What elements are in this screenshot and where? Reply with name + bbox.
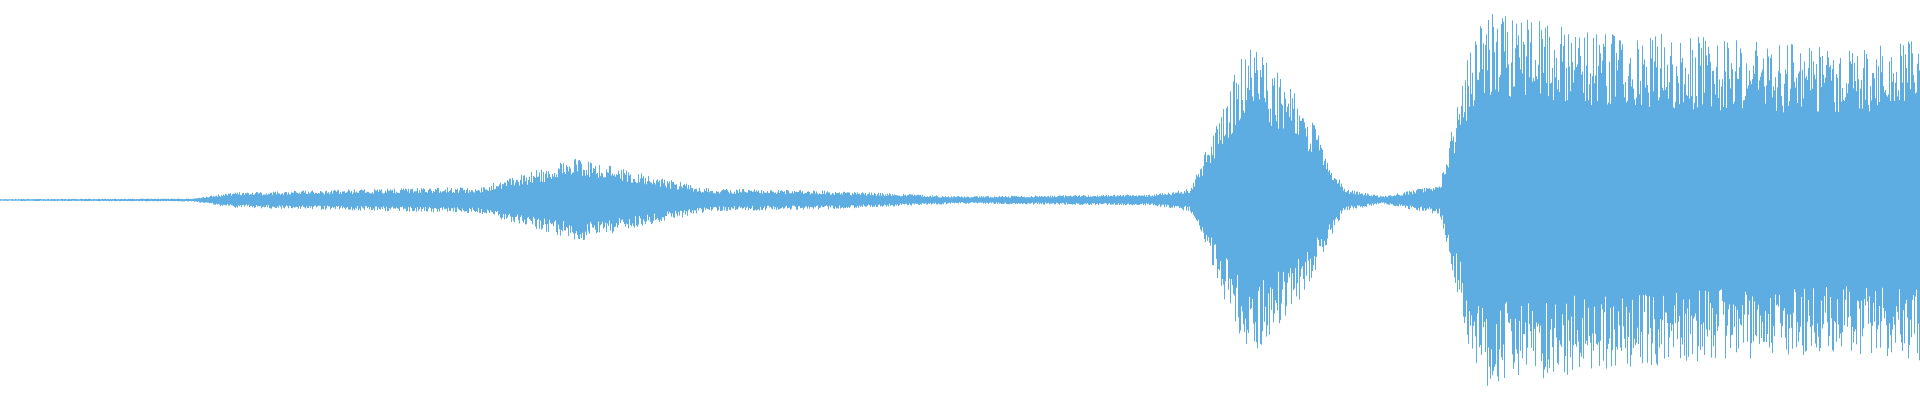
- waveform-path: [0, 13, 1920, 386]
